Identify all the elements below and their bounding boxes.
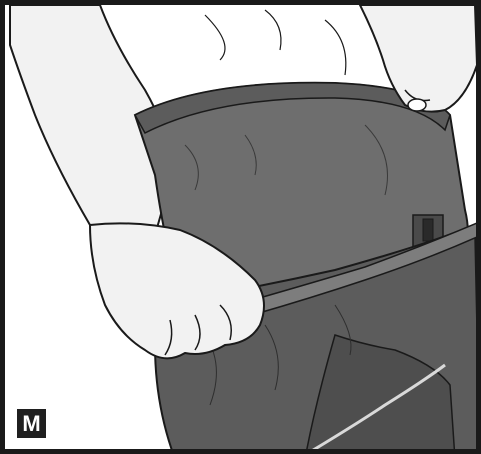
step-label: M xyxy=(17,409,46,438)
instruction-illustration xyxy=(5,5,481,454)
